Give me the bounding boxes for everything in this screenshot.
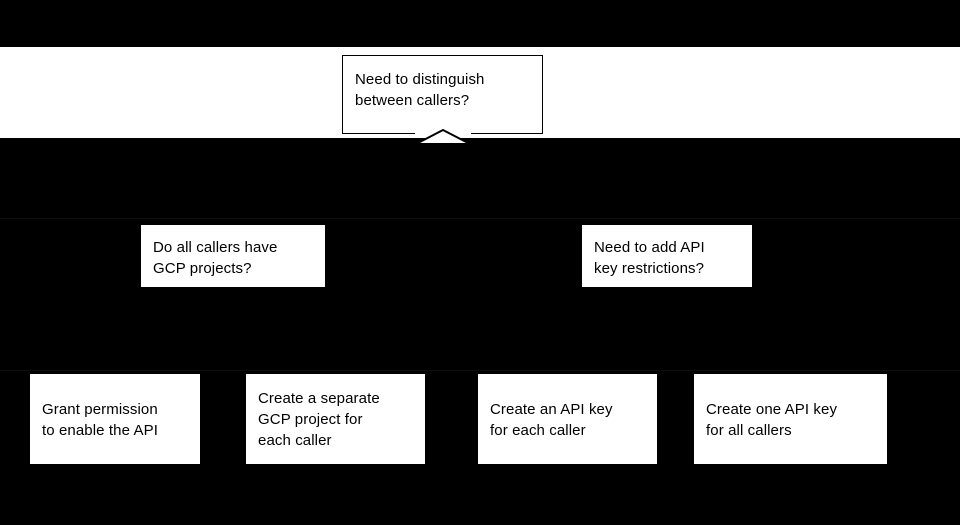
- decision-row-hairline: [0, 218, 960, 219]
- node-create-an-api-key-for-each-caller[interactable]: Create an API key for each caller: [478, 374, 657, 464]
- outcome-row-hairline: [0, 370, 960, 371]
- node-do-all-callers-have-gcp-projects[interactable]: Do all callers have GCP projects?: [141, 225, 325, 287]
- node-need-to-add-api-key-restrictions[interactable]: Need to add API key restrictions?: [582, 225, 752, 287]
- node-create-one-api-key-for-all-callers[interactable]: Create one API key for all callers: [694, 374, 887, 464]
- node-grant-permission-to-enable-the-api[interactable]: Grant permission to enable the API: [30, 374, 200, 464]
- arrowhead-down-icon: [415, 129, 471, 145]
- node-need-to-distinguish-between-callers[interactable]: Need to distinguish between callers?: [342, 55, 543, 134]
- node-create-a-separate-gcp-project-for-each-caller[interactable]: Create a separate GCP project for each c…: [246, 374, 425, 464]
